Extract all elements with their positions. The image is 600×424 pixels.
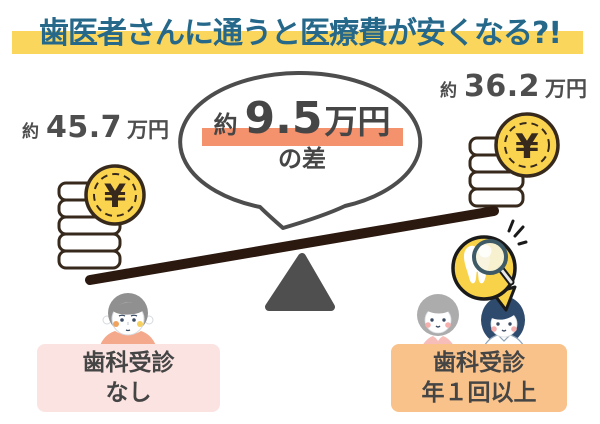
caption-line: なし [105,380,152,406]
yen-symbol: ¥ [515,127,539,167]
caption-line: 年１回以上 [421,380,537,406]
right-amount-unit: 万円 [545,77,588,101]
right-coin-stack-icon: ¥ [468,112,560,208]
yen-coin-icon: ¥ [84,164,146,226]
caption-line: 歯科受診 [433,350,525,376]
right-amount-prefix: 約 [440,81,457,101]
caption-dental: 歯科受診 年１回以上 [391,344,567,412]
page-title: 歯医者さんに通うと医療費が安くなる?! [38,16,562,51]
yen-symbol: ¥ [104,177,126,215]
difference-amount: 約 9.5 万円 [188,97,416,141]
difference-unit: 万円 [324,102,391,141]
title-highlight-bar [12,31,583,54]
left-amount-label: 約 45.7 万円 [22,110,169,145]
left-coin-stack-icon: ¥ [57,164,146,270]
speech-bubble [178,71,423,230]
seesaw [85,206,499,311]
right-amount-label: 約 36.2 万円 [440,69,587,104]
magnifier-icon [472,239,515,286]
tooth-magnifier-icon [451,219,528,312]
right-amount-value: 36.2 [464,69,541,104]
seesaw-fulcrum [265,253,335,311]
left-amount-value: 45.7 [46,110,123,145]
difference-prefix: 約 [213,111,238,139]
speech-bubble-outline [178,71,423,230]
difference-value: 9.5 [244,93,323,144]
caption-no-dental: 歯科受診 なし [37,344,220,412]
sparkle-icon [507,219,528,246]
person-no-dental-icon [99,293,157,348]
difference-highlight-bar [202,128,403,146]
left-amount-prefix: 約 [22,122,39,142]
difference-suffix: の差 [278,145,326,173]
seesaw-beam [85,206,499,285]
caption-line: 歯科受診 [82,350,175,376]
yen-coin-icon: ¥ [494,112,560,178]
persons-dental-icon [417,294,526,348]
left-amount-unit: 万円 [127,118,170,142]
